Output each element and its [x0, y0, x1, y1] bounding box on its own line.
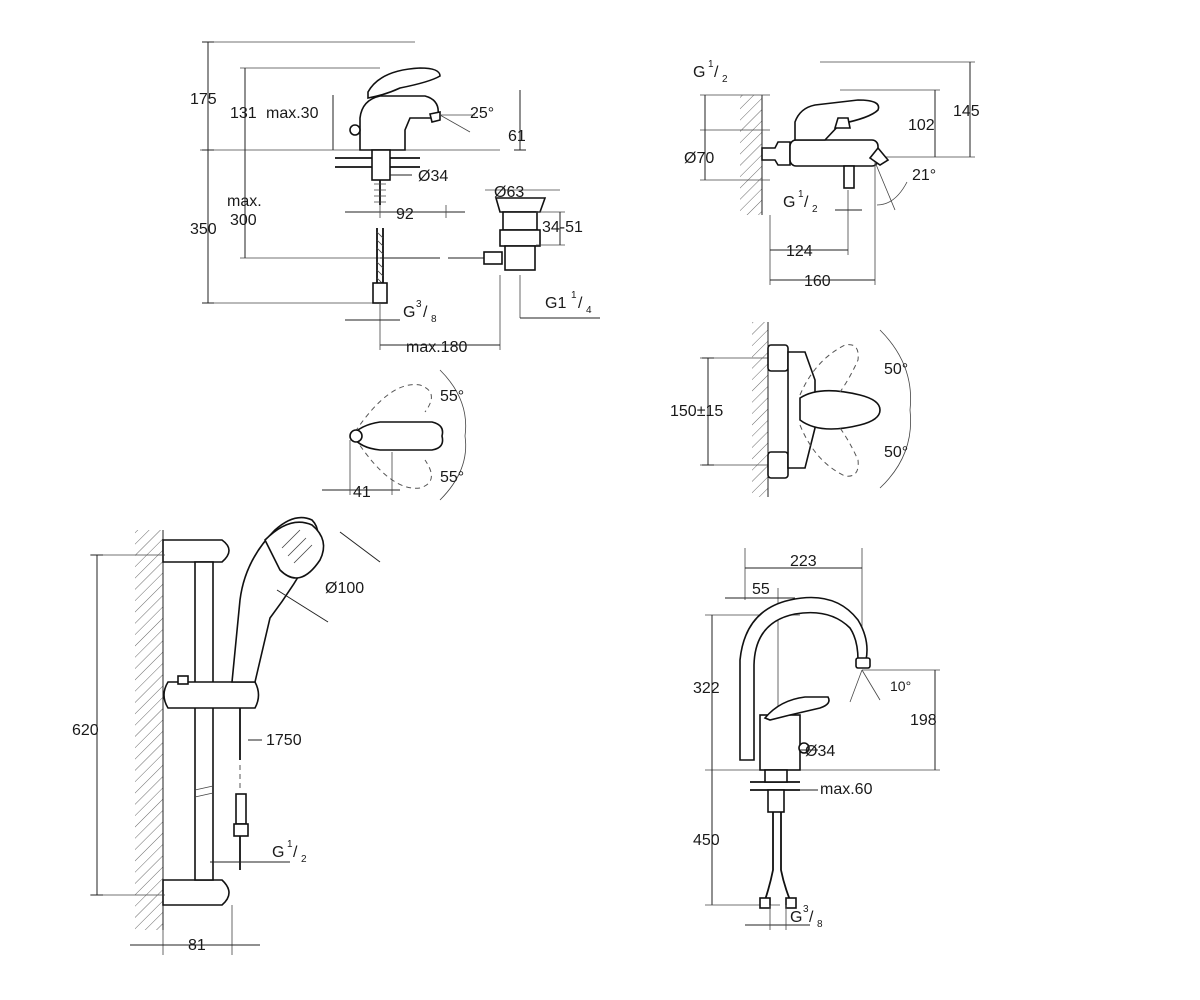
bath-outlet-thread: G 1 / 2 — [783, 189, 818, 215]
basin-mixer-top-view — [322, 369, 467, 501]
bath-spout-angle: 21° — [912, 167, 936, 184]
basin-height-spout: 131 — [230, 105, 257, 122]
svg-text:2: 2 — [722, 74, 728, 85]
bath-mixer-side-view — [700, 61, 975, 285]
svg-text:3: 3 — [803, 904, 809, 915]
basin-lever-max: max.30 — [266, 105, 319, 122]
shower-set-labels: 620 Ø100 1750 G 1 / 2 81 — [72, 580, 364, 954]
basin-connection-thread: G 3 / 8 — [403, 299, 437, 325]
shower-projection: 81 — [188, 937, 206, 954]
svg-text:G: G — [403, 304, 415, 321]
svg-text:1: 1 — [798, 189, 804, 200]
sink-deck-max: max.60 — [820, 781, 873, 798]
sink-lever-offset: 55 — [752, 581, 770, 598]
shower-hose-length: 1750 — [266, 732, 302, 749]
sink-connection-thread: G 3 / 8 — [790, 904, 823, 930]
shower-set-drawing — [90, 516, 381, 955]
bath-front-angle-up: 50° — [884, 361, 908, 378]
basin-spout-reach: 61 — [508, 128, 526, 145]
svg-text:4: 4 — [586, 305, 592, 316]
svg-text:G: G — [693, 64, 705, 81]
svg-text:/: / — [578, 295, 583, 312]
sink-mixer-drawing — [705, 548, 940, 930]
svg-text:G1: G1 — [545, 295, 566, 312]
sink-spout-angle: 10° — [890, 678, 911, 694]
sink-hose-length: 450 — [693, 832, 720, 849]
bath-mixer-front-view — [700, 322, 911, 497]
svg-text:1: 1 — [287, 839, 293, 850]
svg-text:/: / — [804, 194, 809, 211]
bath-height-lever: 102 — [908, 117, 935, 134]
bath-reach-short: 124 — [786, 243, 813, 260]
shower-rail-length: 620 — [72, 722, 99, 739]
basin-top-width: 41 — [353, 484, 371, 501]
bath-escutcheon: Ø70 — [684, 150, 714, 167]
basin-mixer-side-view — [200, 41, 600, 350]
basin-under-max-a: max. — [227, 193, 262, 210]
sink-reach: 223 — [790, 553, 817, 570]
svg-text:1: 1 — [708, 59, 714, 70]
basin-top-angle-down: 55° — [440, 469, 464, 486]
basin-base-diameter: Ø34 — [418, 168, 448, 185]
svg-text:/: / — [423, 304, 428, 321]
basin-height-total: 175 — [190, 91, 217, 108]
waste-range: 34-51 — [542, 219, 583, 236]
svg-text:3: 3 — [416, 299, 422, 310]
sink-base-diameter: Ø34 — [805, 743, 835, 760]
waste-thread: G1 1 / 4 — [545, 290, 592, 316]
basin-lever-angle: 25° — [470, 105, 494, 122]
basin-under-length: 350 — [190, 221, 217, 238]
svg-text:G: G — [790, 909, 802, 926]
bath-reach-long: 160 — [804, 273, 831, 290]
sink-height-spout: 198 — [910, 712, 937, 729]
basin-mixer-labels: 175 131 max.30 25° 61 Ø34 350 max. 300 9… — [190, 91, 592, 356]
waste-diameter: Ø63 — [494, 184, 524, 201]
svg-text:/: / — [809, 909, 814, 926]
pop-up-max: max.180 — [406, 339, 467, 356]
basin-under-max-b: 300 — [230, 212, 257, 229]
bath-height-total: 145 — [953, 103, 980, 120]
sink-mixer-labels: 223 55 322 10° 198 Ø34 max.60 450 G 3 / … — [693, 553, 937, 930]
bath-inlet-thread: G 1 / 2 — [693, 59, 728, 85]
svg-text:G: G — [783, 194, 795, 211]
svg-text:/: / — [293, 844, 298, 861]
basin-top-angle-up: 55° — [440, 388, 464, 405]
bath-front-angle-down: 50° — [884, 444, 908, 461]
svg-text:1: 1 — [571, 290, 577, 301]
svg-text:2: 2 — [301, 854, 307, 865]
basin-tail-offset: 92 — [396, 206, 414, 223]
shower-head-diameter: Ø100 — [325, 580, 364, 597]
svg-text:2: 2 — [812, 204, 818, 215]
svg-text:8: 8 — [431, 314, 437, 325]
shower-connection-thread: G 1 / 2 — [272, 839, 307, 865]
svg-text:8: 8 — [817, 919, 823, 930]
bath-mixer-side-labels: G 1 / 2 145 102 Ø70 21° G 1 / 2 124 160 — [684, 59, 980, 290]
svg-text:/: / — [714, 64, 719, 81]
sink-height-total: 322 — [693, 680, 720, 697]
svg-text:G: G — [272, 844, 284, 861]
bath-centres: 150±15 — [670, 403, 723, 420]
